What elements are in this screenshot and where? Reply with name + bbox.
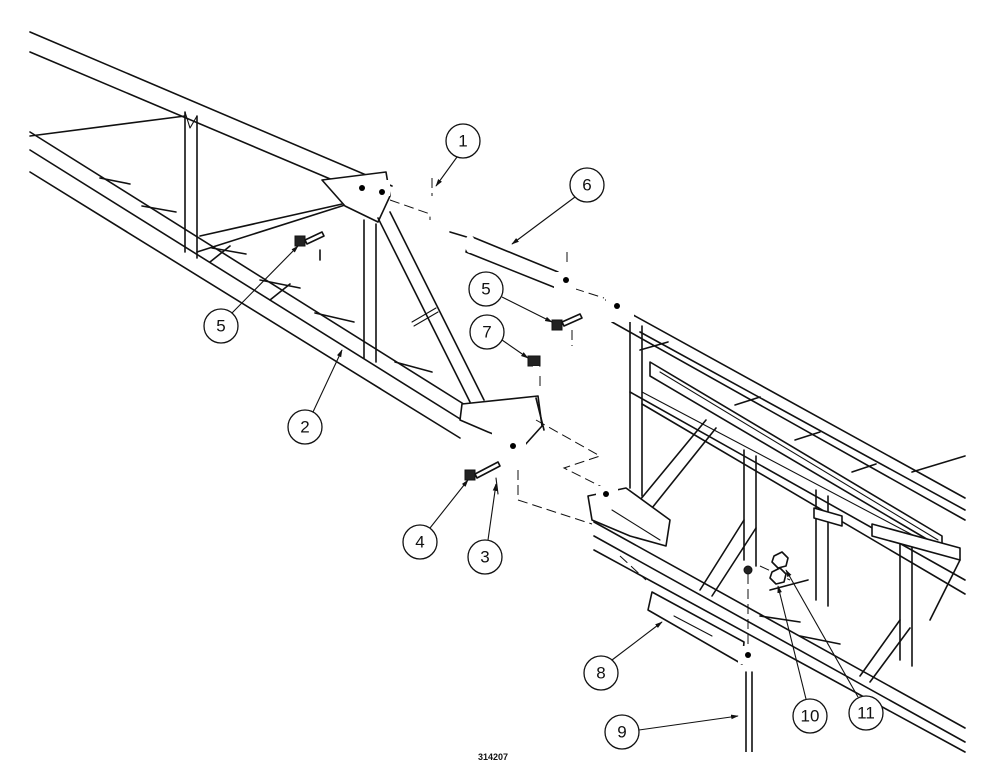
svg-text:8: 8	[596, 664, 605, 683]
callout-9: 9	[604, 714, 640, 750]
hydraulic-cylinder-lower	[640, 590, 760, 665]
right-pivot-pin	[551, 313, 583, 331]
svg-text:11: 11	[857, 704, 875, 723]
svg-text:5: 5	[481, 280, 490, 299]
callout-10: 10	[792, 698, 828, 734]
svg-text:10: 10	[801, 707, 820, 726]
callout-7: 7	[469, 314, 505, 350]
callout-5-right: 5	[468, 271, 504, 307]
callout-11: 11	[848, 695, 884, 731]
svg-text:1: 1	[458, 132, 467, 151]
hinge-pin-7	[527, 355, 541, 384]
svg-text:9: 9	[617, 723, 626, 742]
svg-text:7: 7	[482, 323, 491, 342]
hydraulic-cylinder-upper	[424, 220, 576, 292]
svg-text:4: 4	[415, 533, 424, 552]
left-boom-frame	[29, 31, 545, 458]
bolt-9	[742, 671, 756, 760]
callout-6: 6	[569, 167, 605, 203]
callout-3: 3	[467, 539, 503, 575]
nuts-10-11	[743, 551, 789, 585]
left-pivot-pin	[294, 231, 325, 263]
callout-1: 1	[445, 123, 481, 159]
callout-8: 8	[583, 655, 619, 691]
svg-text:3: 3	[480, 548, 489, 567]
callout-4: 4	[402, 524, 438, 560]
svg-text:2: 2	[300, 418, 309, 437]
dashed-assembly-lines	[389, 178, 791, 664]
svg-text:5: 5	[216, 317, 225, 336]
right-boom-frame	[587, 298, 966, 753]
callout-5-left: 5	[203, 308, 239, 344]
svg-text:6: 6	[582, 176, 591, 195]
figure-number: 314207	[478, 752, 509, 762]
callout-2: 2	[287, 409, 323, 445]
